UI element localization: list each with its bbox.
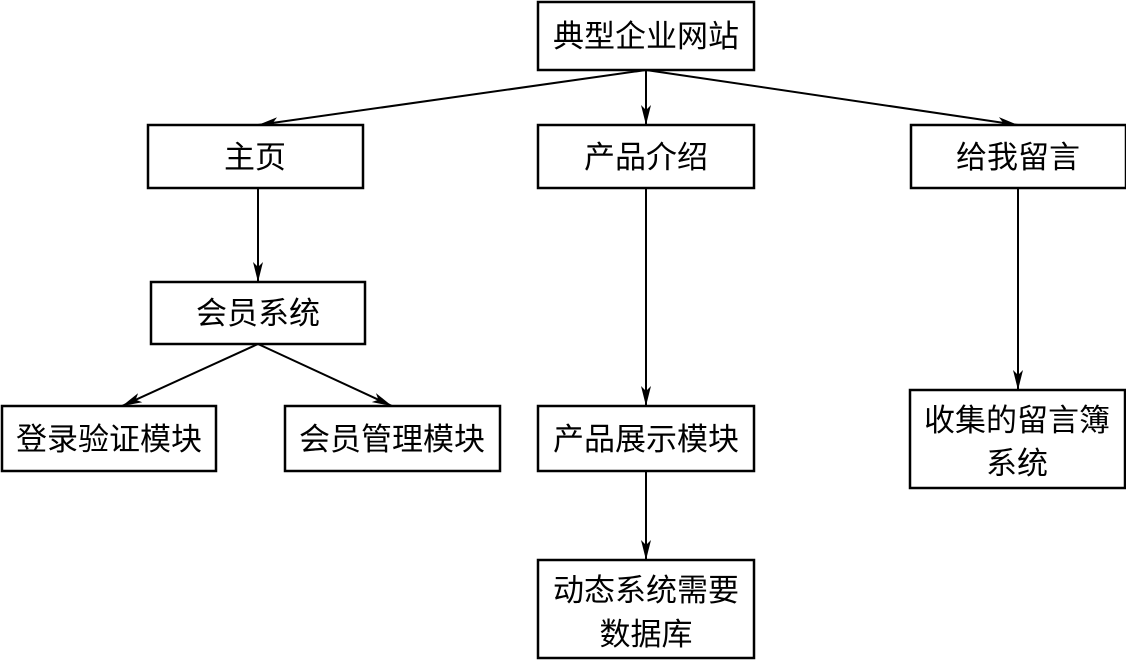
node-member-mgmt-module: 会员管理模块 xyxy=(283,404,502,473)
node-member-mgmt-module-label: 会员管理模块 xyxy=(299,422,485,458)
node-dynamic-db-label-line1: 动态系统需要 xyxy=(553,573,739,609)
node-homepage-label: 主页 xyxy=(224,140,286,176)
node-login-module: 登录验证模块 xyxy=(0,404,218,473)
node-guestbook-system-label-line2: 系统 xyxy=(986,446,1048,482)
node-login-module-label: 登录验证模块 xyxy=(16,422,202,458)
edge-member-system-to-login-module xyxy=(121,343,259,407)
node-member-system-label: 会员系统 xyxy=(196,296,320,332)
node-product-display-module: 产品展示模块 xyxy=(536,404,756,473)
edge-member-system-to-member-mgmt-module xyxy=(257,343,393,407)
node-guestbook: 给我留言 xyxy=(909,123,1126,190)
node-product-display-module-box xyxy=(536,404,756,473)
node-member-system: 会员系统 xyxy=(149,280,367,346)
node-dynamic-db-box xyxy=(536,558,756,660)
node-dynamic-db: 动态系统需要 数据库 xyxy=(536,558,756,660)
edge-root-to-homepage xyxy=(257,69,647,128)
node-root-box xyxy=(536,0,756,72)
node-root-label: 典型企业网站 xyxy=(553,19,739,55)
node-guestbook-box xyxy=(909,123,1126,190)
node-login-module-box xyxy=(0,404,218,473)
node-guestbook-system: 收集的留言簿 系统 xyxy=(908,388,1126,490)
node-product-display-module-label: 产品展示模块 xyxy=(553,422,739,458)
node-guestbook-label: 给我留言 xyxy=(956,140,1080,176)
node-member-mgmt-module-box xyxy=(283,404,502,473)
edges-layer xyxy=(121,69,1023,560)
node-product-intro-label: 产品介绍 xyxy=(584,140,708,176)
node-dynamic-db-label-line2: 数据库 xyxy=(600,617,693,653)
node-guestbook-system-box xyxy=(908,388,1126,490)
node-product-intro: 产品介绍 xyxy=(536,123,756,190)
node-homepage-box xyxy=(146,123,365,190)
edge-root-to-guestbook xyxy=(645,69,1019,128)
node-product-intro-box xyxy=(536,123,756,190)
node-homepage: 主页 xyxy=(146,123,365,190)
node-guestbook-system-label-line1: 收集的留言簿 xyxy=(924,403,1110,439)
node-root: 典型企业网站 xyxy=(536,0,756,72)
node-member-system-box xyxy=(149,280,367,346)
